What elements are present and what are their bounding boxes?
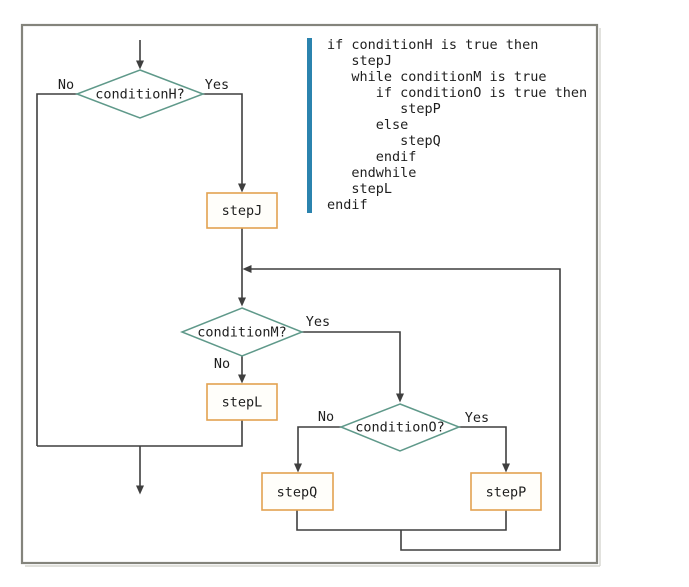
branch-label-conditionh-yes: Yes: [205, 77, 229, 93]
figure-border: [20, 23, 599, 565]
branch-label-conditionh-no: No: [58, 77, 74, 93]
edge-conditiono-no: [294, 426, 341, 473]
pseudocode-accent-bar: [307, 38, 312, 213]
edge-conditionm-yes: [302, 331, 404, 403]
process-stepp: [470, 472, 542, 511]
pseudocode-line: endwhile: [327, 165, 417, 181]
decision-conditionh-label: conditionH?: [95, 87, 184, 103]
pseudocode-line: while conditionM is true: [327, 69, 547, 85]
pseudocode-line: endif: [327, 149, 417, 165]
process-stepl: [206, 383, 278, 421]
decision-conditiono-label: conditionO?: [355, 420, 444, 436]
figure-border-shadow: [25, 28, 601, 567]
edge-conditionh-yes: [203, 93, 246, 193]
pseudocode-line: if conditionO is true then: [327, 85, 588, 101]
pseudocode-line: stepL: [327, 181, 393, 197]
pseudocode-line: stepP: [327, 101, 441, 117]
process-stepp-label: stepP: [486, 485, 527, 501]
branch-label-conditionm-no: No: [214, 356, 230, 372]
edge-stepq-stepp-join: [296, 510, 507, 531]
branch-label-conditionm-yes: Yes: [306, 314, 330, 330]
pseudocode-line: stepQ: [327, 133, 441, 149]
pseudocode-block: if conditionH is true then stepJ while c…: [327, 37, 587, 213]
process-stepl-label: stepL: [222, 395, 263, 411]
decision-conditionh: [74, 69, 206, 119]
process-stepq: [261, 472, 334, 511]
process-stepj: [206, 192, 278, 229]
edge-loop-back: [242, 265, 561, 551]
edge-conditiono-yes: [459, 426, 510, 473]
process-stepj-label: stepJ: [222, 203, 263, 219]
decision-conditionm-label: conditionM?: [197, 325, 286, 341]
edge-conditionh-no: [36, 93, 77, 446]
pseudocode-line: stepJ: [327, 53, 393, 69]
branch-label-conditiono-no: No: [318, 409, 334, 425]
pseudocode-line: if conditionH is true then: [327, 37, 539, 53]
pseudocode-line: endif: [327, 197, 368, 213]
edge-stepl-join: [37, 420, 243, 447]
branch-label-conditiono-yes: Yes: [465, 410, 489, 426]
decision-conditionm: [179, 307, 305, 357]
process-stepq-label: stepQ: [277, 485, 318, 501]
pseudocode-line: else: [327, 117, 409, 133]
decision-conditiono: [338, 403, 462, 452]
